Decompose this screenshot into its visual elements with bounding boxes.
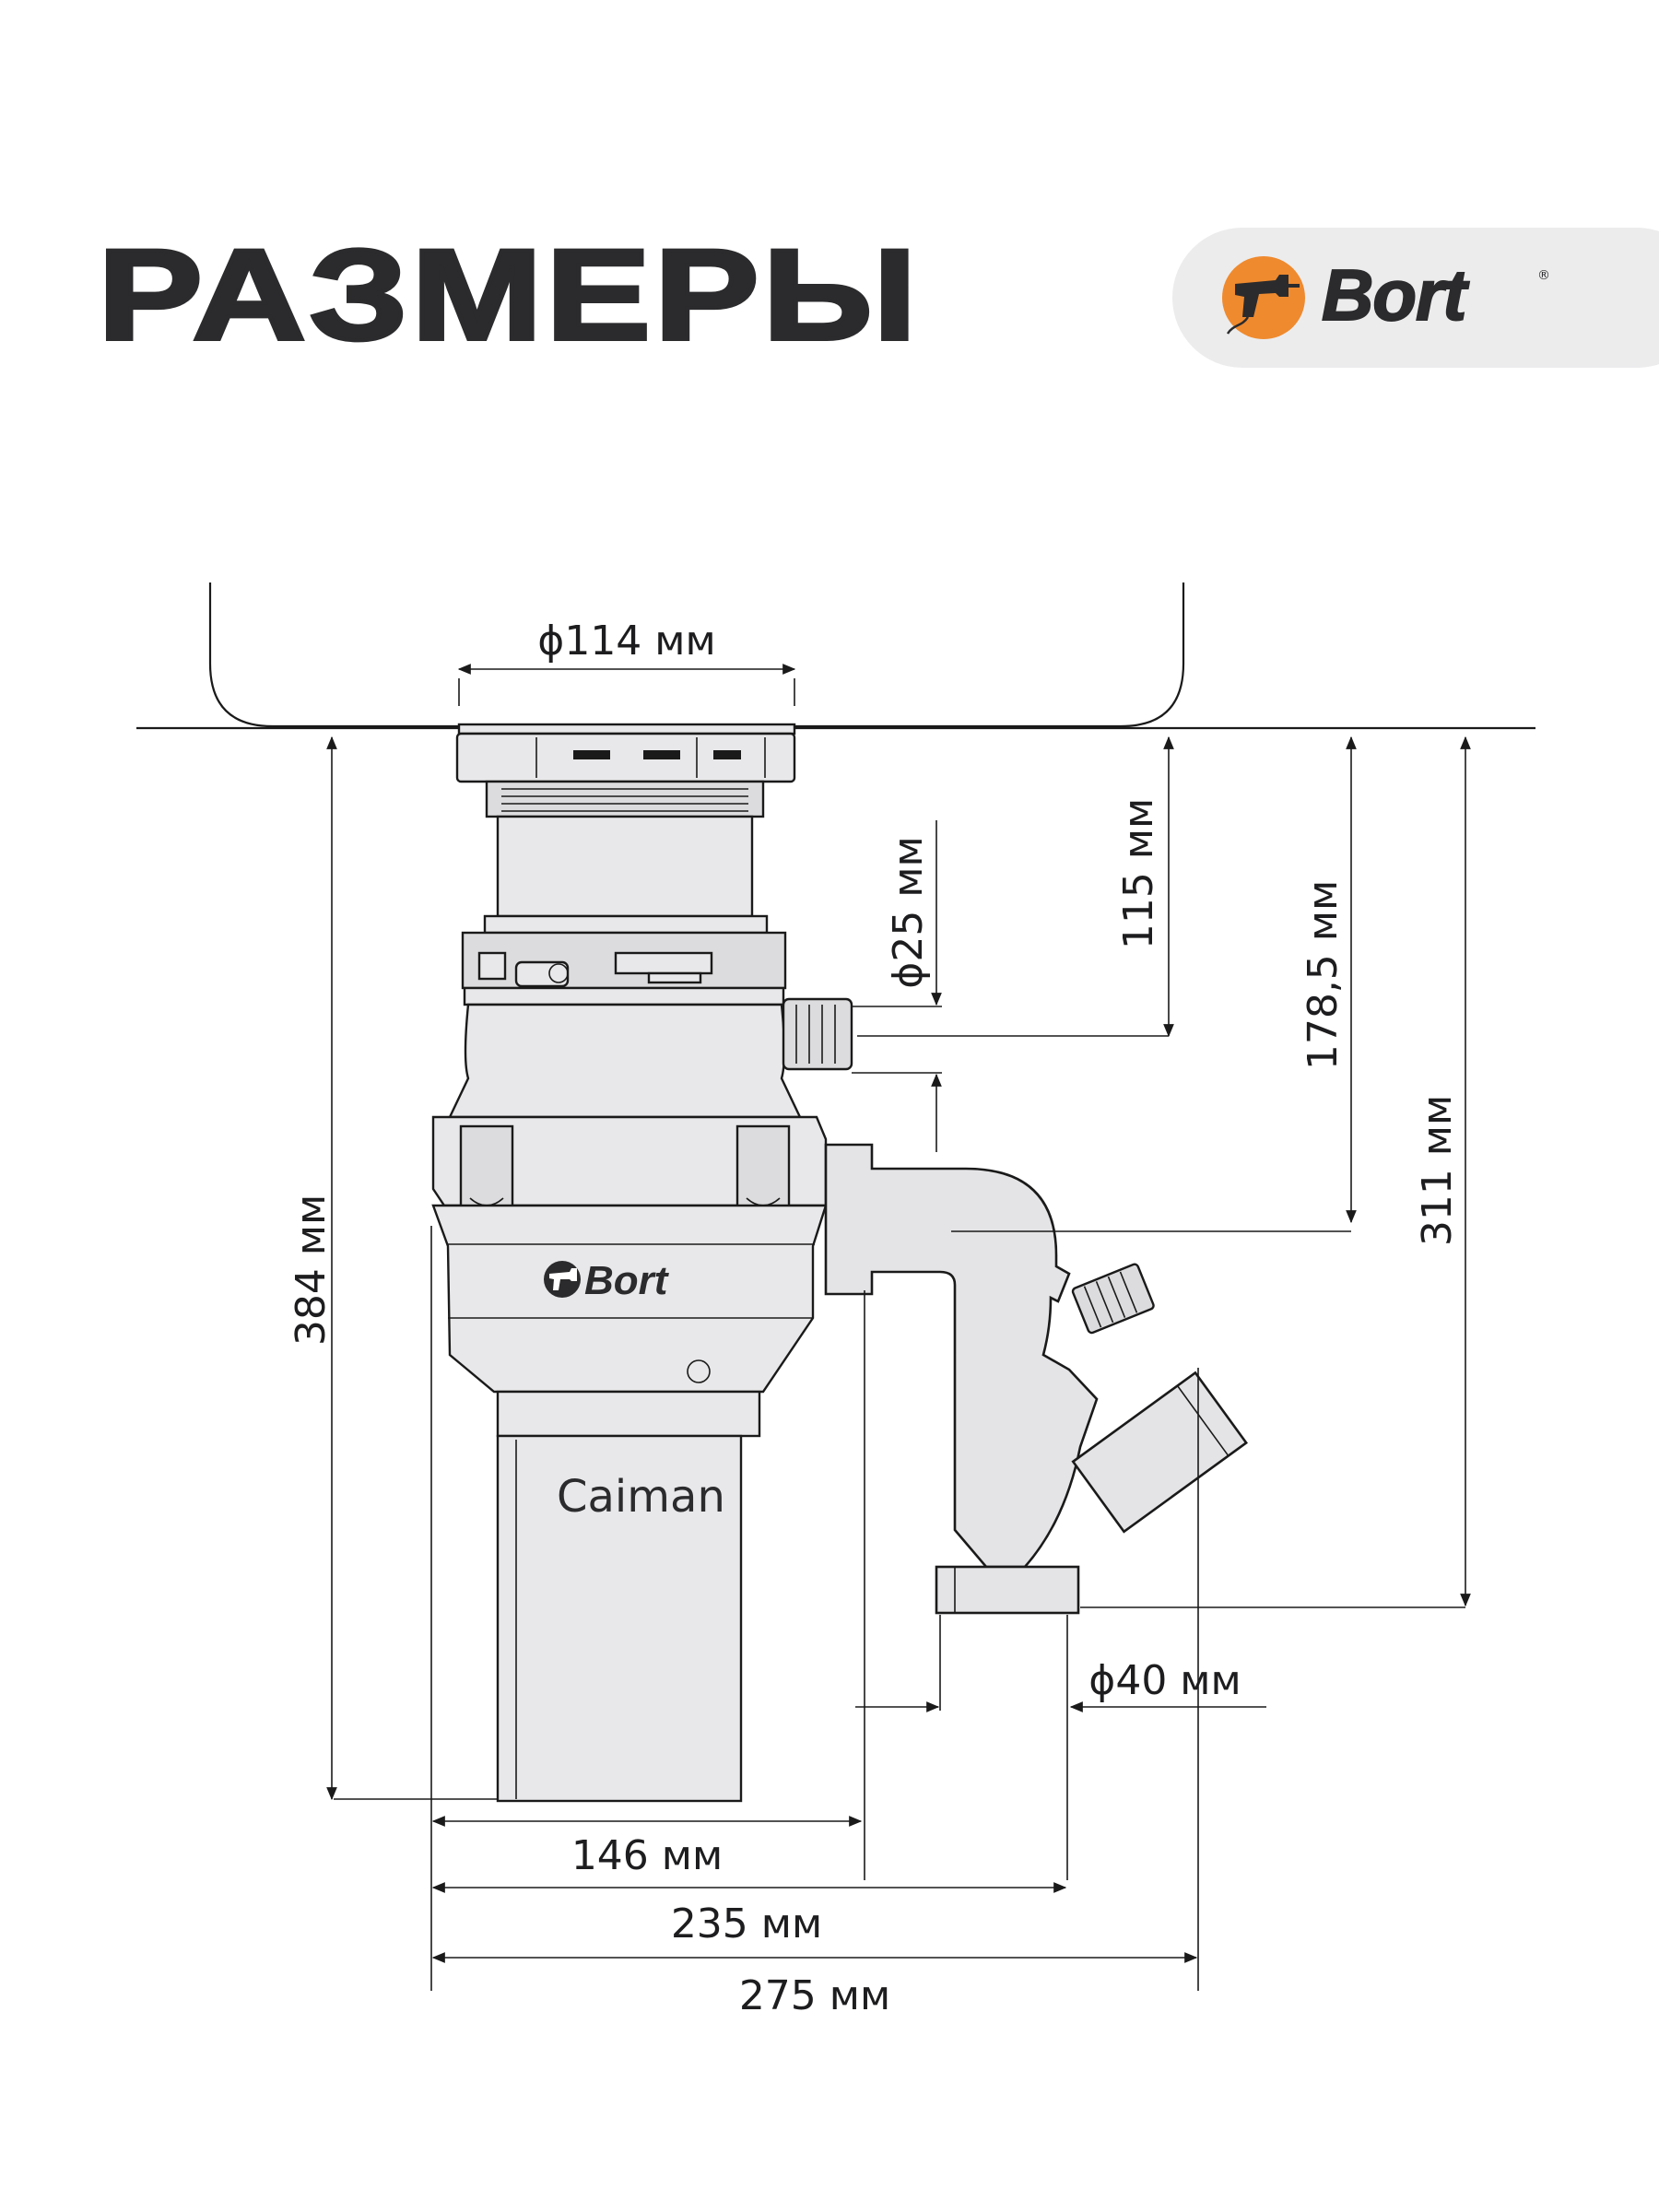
model-label: Caiman [557, 1471, 725, 1523]
page-title: РАЗМЕРЫ [96, 222, 921, 367]
angled-outlet [1071, 1371, 1248, 1534]
label-height-311: 311 мм [1414, 1095, 1461, 1246]
label-width-146: 146 мм [571, 1832, 723, 1879]
side-port-thread [1071, 1263, 1155, 1335]
body-logo: Bort [544, 1258, 670, 1303]
flange-ring [455, 732, 796, 783]
mount-ring-top [483, 914, 769, 935]
label-height-115: 115 мм [1115, 798, 1162, 949]
drill-icon [1222, 256, 1305, 339]
dimension-lines [326, 664, 1471, 1991]
chamber-clips [459, 1124, 791, 1215]
brand-logo-text: Bort [1321, 254, 1467, 335]
elbow-pipe [824, 1143, 1099, 1569]
label-height-178: 178,5 мм [1300, 880, 1347, 1070]
body-brand-label: Bort [584, 1258, 670, 1303]
flange-slots [535, 737, 766, 778]
label-width-235: 235 мм [671, 1900, 822, 1947]
thread-lines [501, 788, 748, 812]
lower-housing [496, 1434, 743, 1803]
drill-icon-shape [1226, 275, 1300, 335]
dishwasher-inlet [782, 997, 853, 1071]
label-width-275: 275 мм [739, 1972, 890, 2019]
motor-body [431, 1204, 828, 1394]
outlet-cap [935, 1565, 1080, 1615]
mount-ring-bottom [463, 986, 785, 1006]
upper-tube [496, 815, 754, 918]
upper-housing [448, 1003, 802, 1119]
label-outlet-diameter: ϕ40 мм [1088, 1657, 1241, 1704]
mount-details [477, 951, 713, 988]
dimension-labels: ϕ114 мм 384 мм 115 мм 178,5 мм 311 мм ϕ2… [288, 618, 1461, 2019]
brand-logo-badge: Bort ® [1172, 228, 1659, 368]
bottom-ring [496, 1390, 761, 1438]
sink-outline [136, 582, 1535, 730]
label-inlet-diameter: ϕ25 мм [885, 836, 932, 988]
registered-mark: ® [1537, 268, 1550, 283]
label-flange-diameter: ϕ114 мм [537, 618, 715, 665]
reset-button[interactable] [687, 1359, 711, 1383]
drain-pipe [824, 1143, 1248, 1615]
label-height-384: 384 мм [288, 1194, 335, 1346]
sink-flange [457, 723, 796, 735]
disposer-body: Bort Caiman [431, 723, 853, 1803]
